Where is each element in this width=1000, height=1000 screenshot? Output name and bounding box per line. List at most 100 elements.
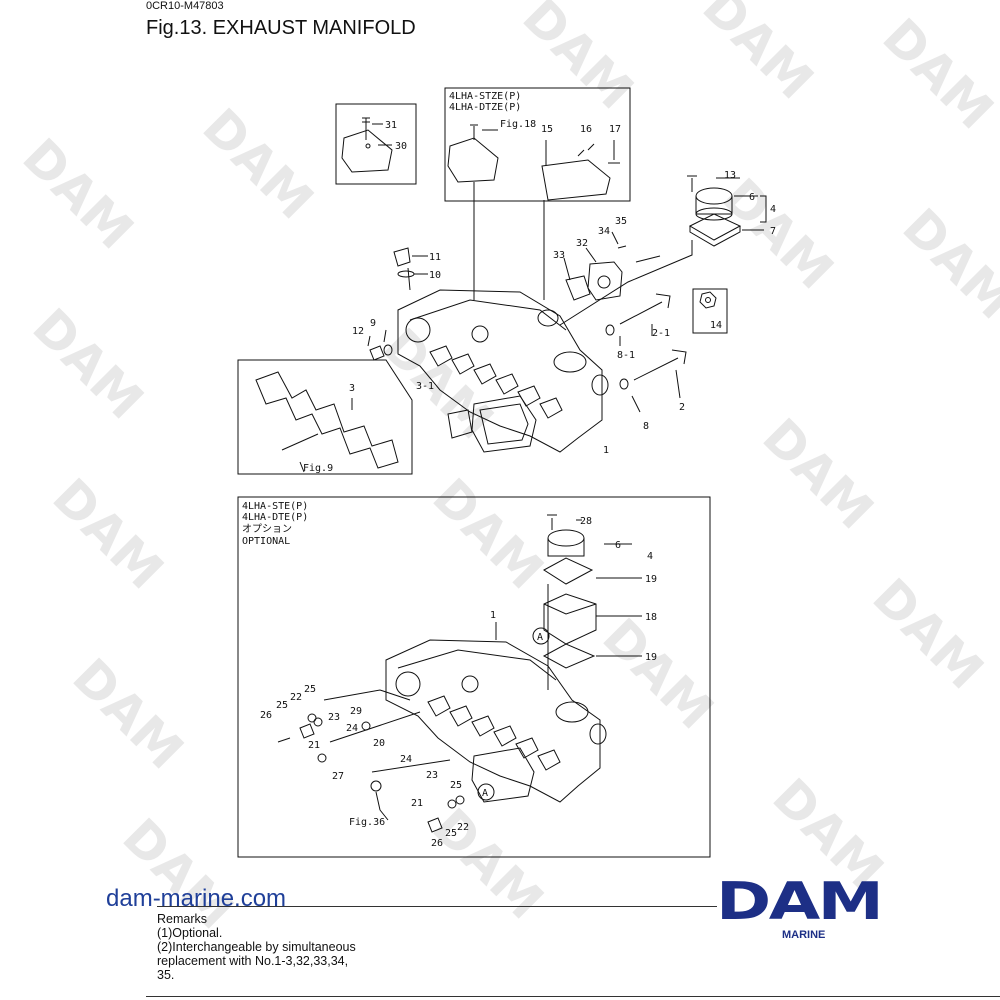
part-label-19: 19 — [645, 652, 657, 663]
part-label-30: 30 — [395, 141, 407, 152]
bolt-2 — [633, 349, 687, 381]
part-label-7: 7 — [770, 226, 776, 237]
watermark-text: DAM — [12, 127, 145, 260]
bottom-rule — [146, 996, 1000, 997]
part-label-4: 4 — [770, 204, 776, 215]
ref-a-label: A — [537, 632, 543, 643]
watermark-text: DAM — [42, 467, 175, 600]
ref-a-circle-bottom — [477, 783, 495, 801]
part-label-3-1: 3-1 — [416, 381, 434, 392]
website-link[interactable]: dam-marine.com — [106, 885, 287, 912]
fig18-ref: Fig.18 — [500, 119, 536, 130]
watermark-text: DAM — [192, 97, 325, 230]
part-label-1: 1 — [490, 610, 496, 621]
part-label-8-1: 8-1 — [617, 350, 635, 361]
part-label-9: 9 — [370, 318, 376, 329]
watermark-text: DAM — [422, 797, 555, 930]
brand-subtitle: MARINE — [782, 929, 826, 941]
part-label-15: 15 — [541, 124, 553, 135]
watermark-text: DAM — [422, 467, 555, 600]
part-label-22: 22 — [457, 822, 469, 833]
part-label-14: 14 — [710, 320, 722, 331]
part-label-21: 21 — [308, 740, 320, 751]
thermostat-cover-32 — [587, 261, 623, 301]
part-label-26: 26 — [260, 710, 272, 721]
watermark-text: DAM — [692, 0, 825, 110]
exhaust-flange — [471, 395, 537, 453]
gasket-15 — [541, 159, 611, 201]
brand-wordmark: DAM — [716, 872, 884, 932]
remarks-line: 35. — [157, 968, 175, 982]
part-label-16: 16 — [580, 124, 592, 135]
part-label-22: 22 — [290, 692, 302, 703]
part-label-3: 3 — [349, 383, 355, 394]
part-label-8: 8 — [643, 421, 649, 432]
part-label-33: 33 — [553, 250, 565, 261]
watermark-text: DAM — [22, 297, 155, 430]
part-label-25: 25 — [304, 684, 316, 695]
bolt-28 — [547, 514, 557, 530]
part-label-25: 25 — [276, 700, 288, 711]
fig9-ref: Fig.9 — [303, 463, 333, 474]
plug-11 — [393, 247, 411, 267]
part-label-28: 28 — [580, 516, 592, 527]
part-label-17: 17 — [609, 124, 621, 135]
gasket-19 — [542, 643, 596, 669]
remarks-line: Remarks — [157, 912, 208, 926]
part-label-25: 25 — [450, 780, 462, 791]
watermark-text: DAM — [872, 7, 1000, 140]
remarks-line: (1)Optional. — [157, 926, 223, 940]
part-label-18: 18 — [645, 612, 657, 623]
inset-box-stze — [444, 87, 631, 202]
optional-frame — [237, 496, 711, 858]
variant-line: オプション — [242, 523, 292, 535]
part-label-11: 11 — [429, 252, 441, 263]
part-label-24: 24 — [400, 754, 412, 765]
part-label-4: 4 — [647, 551, 653, 562]
document-code: 0CR10-M47803 — [146, 0, 224, 12]
part-label-12: 12 — [352, 326, 364, 337]
variant-line: 4LHA-DTZE(P) — [449, 102, 521, 113]
spacer-18 — [543, 593, 597, 645]
variant-line: OPTIONAL — [242, 536, 290, 547]
figure-title: Fig.13. EXHAUST MANIFOLD — [146, 17, 416, 39]
watermark-text: DAM — [862, 567, 995, 700]
watermark-text: DAM — [752, 407, 885, 540]
remarks-block: Remarks (1)Optional. (2)Interchangeable … — [157, 912, 387, 982]
gasket-3-1 — [447, 409, 473, 439]
variant-line: 4LHA-DTE(P) — [242, 512, 308, 523]
part-label-6: 6 — [749, 192, 755, 203]
watermark-text: DAM — [512, 0, 645, 120]
remarks-line: (2)Interchangeable by simultaneous — [157, 940, 356, 954]
inset-box-plate — [335, 103, 417, 185]
part-label-29: 29 — [350, 706, 362, 717]
gasket-33 — [565, 275, 591, 301]
manifold-bottom — [385, 639, 601, 803]
watermark-text: DAM — [592, 607, 725, 740]
part-label-24: 24 — [346, 723, 358, 734]
manifold-top — [397, 289, 603, 453]
part-label-2: 2 — [679, 402, 685, 413]
part-label-23: 23 — [328, 712, 340, 723]
part-label-34: 34 — [598, 226, 610, 237]
gasket-3 — [255, 371, 399, 469]
part-label-21: 21 — [411, 798, 423, 809]
part-label-10: 10 — [429, 270, 441, 281]
dam-marine-logo: DAM MARINE — [716, 872, 896, 942]
cap-assembly — [687, 175, 697, 192]
variant-line: 4LHA-STZE(P) — [449, 91, 521, 102]
part-label-2-1: 2-1 — [652, 328, 670, 339]
part-label-25: 25 — [445, 828, 457, 839]
watermark-text: DAM — [892, 197, 1000, 330]
ref-a-circle-top — [532, 627, 550, 645]
part-label-26: 26 — [431, 838, 443, 849]
plate-fig18 — [447, 137, 499, 183]
watermark-text: DAM — [62, 647, 195, 780]
tube-24 — [329, 711, 451, 773]
part-label-35: 35 — [615, 216, 627, 227]
part-label-6: 6 — [615, 540, 621, 551]
variant-line: 4LHA-STE(P) — [242, 501, 308, 512]
part-label-19: 19 — [645, 574, 657, 585]
gasket-inset-frame — [237, 359, 413, 475]
